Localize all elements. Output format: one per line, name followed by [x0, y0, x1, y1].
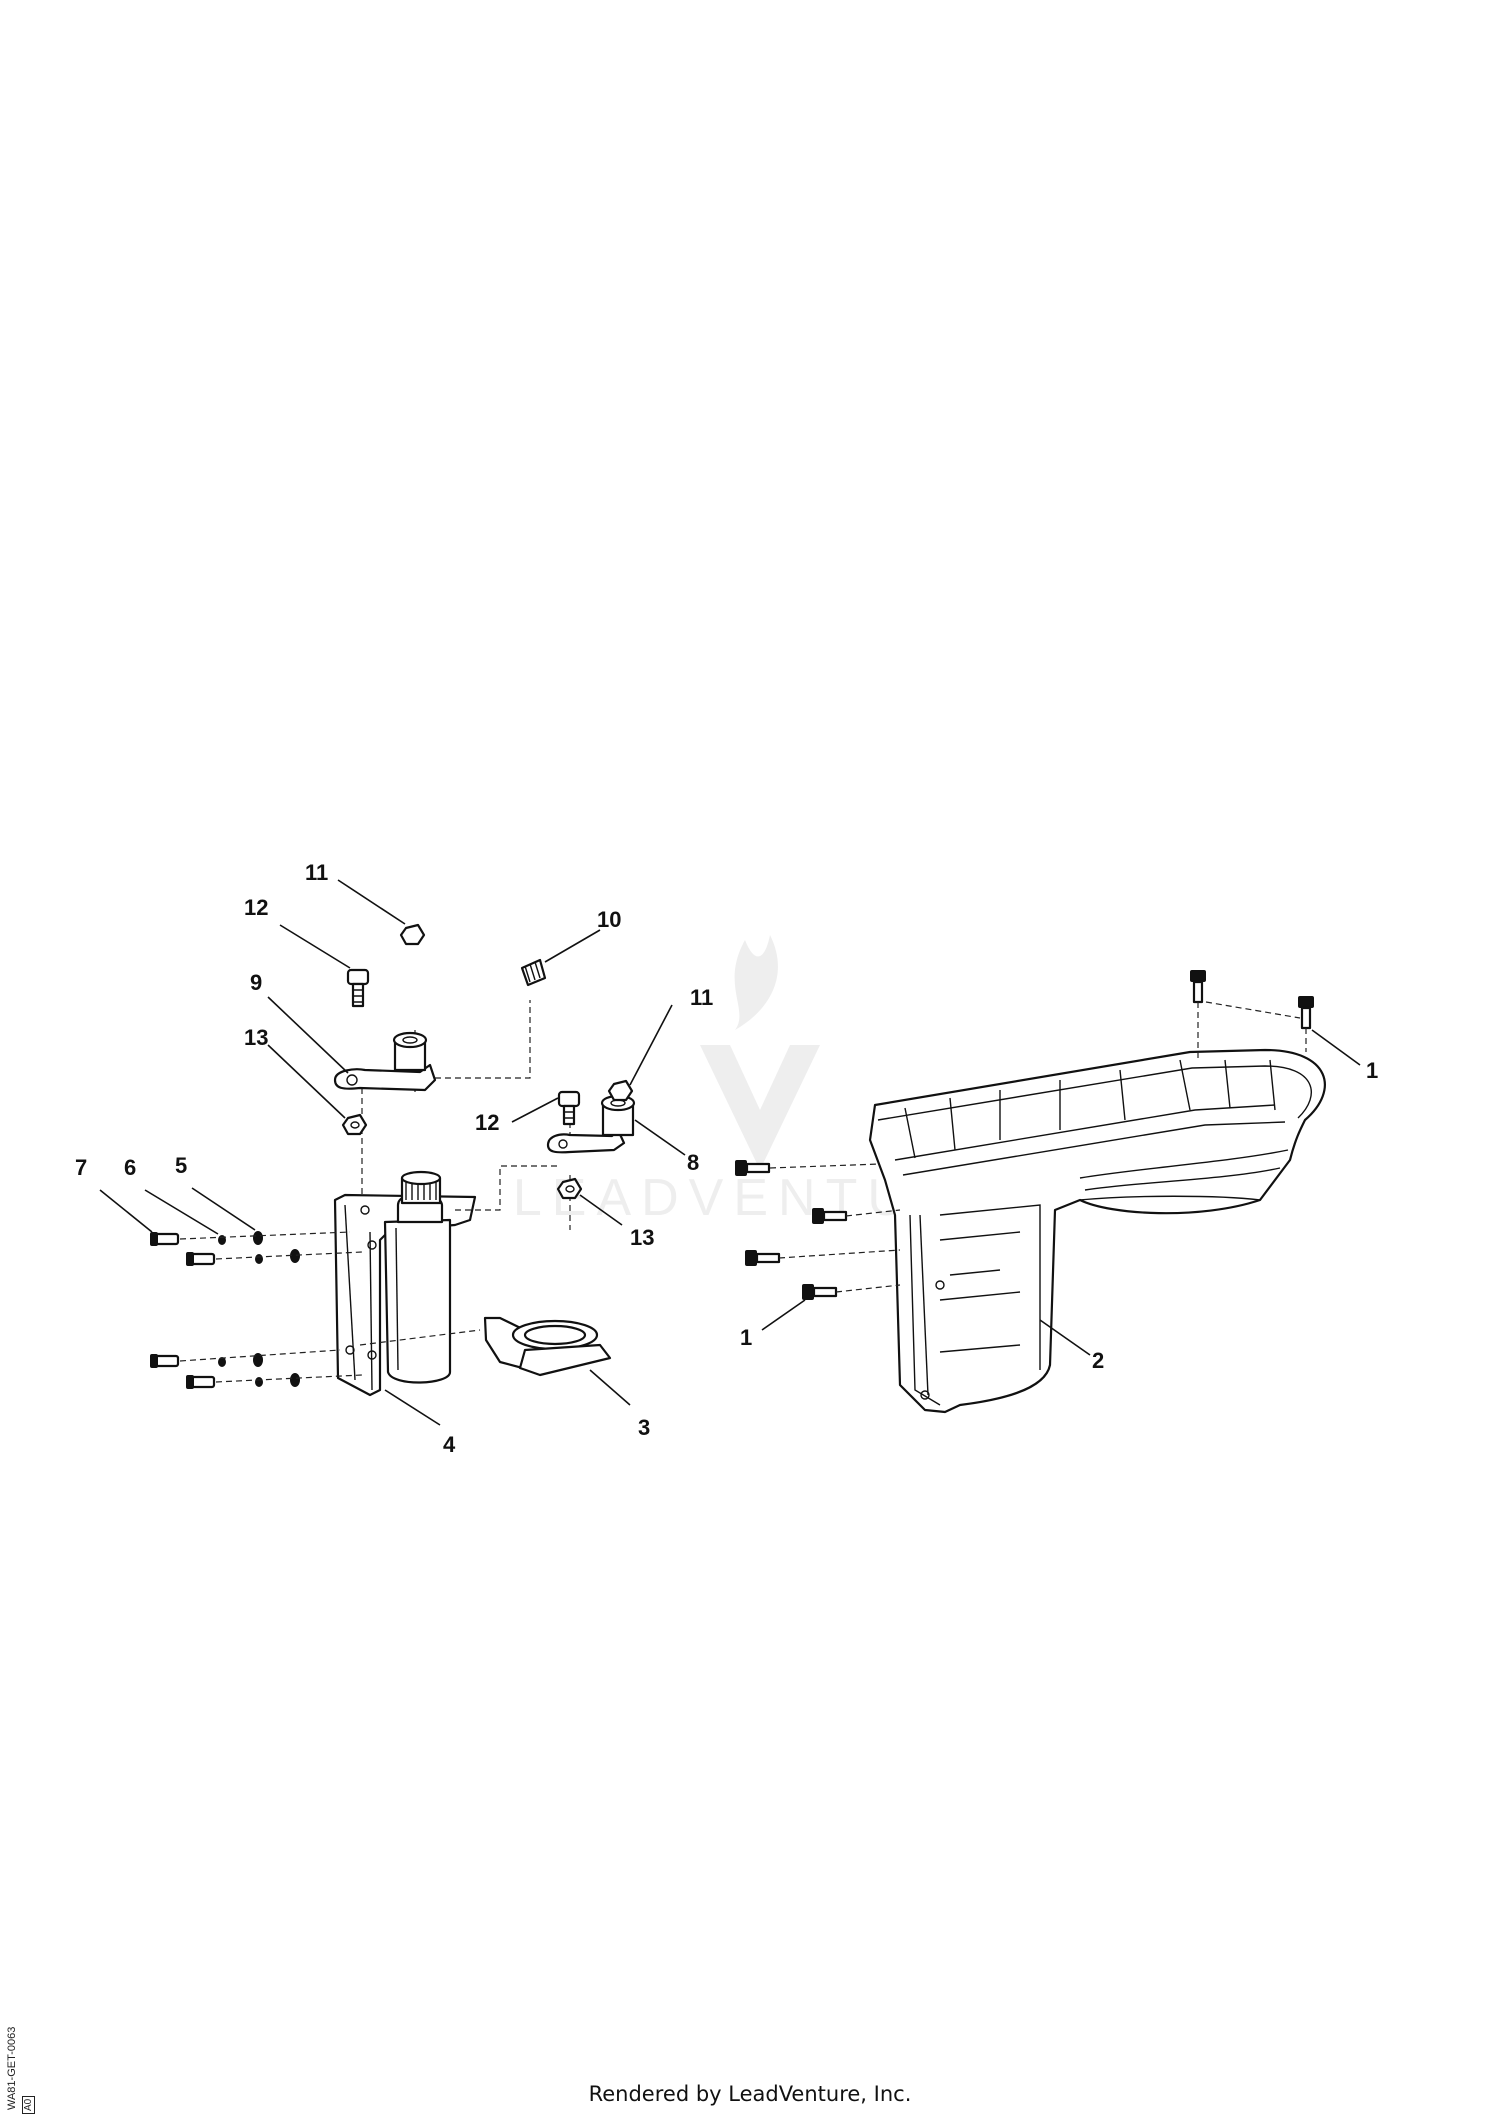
callout-9: 9	[250, 970, 262, 995]
clamp-bracket-part-3[interactable]	[483, 1316, 612, 1377]
callout-12: 12	[244, 895, 268, 920]
callout-5: 5	[175, 1153, 187, 1178]
screws-part-1[interactable]	[735, 970, 1314, 1300]
nut-part-11[interactable]	[399, 923, 426, 946]
motor-part-4[interactable]	[383, 1170, 452, 1384]
assembly-dash-lines-right	[769, 1001, 1307, 1293]
screw-part-7	[186, 1375, 216, 1389]
callout-6: 6	[124, 1155, 136, 1180]
screws-and-washers-parts-5-6-7[interactable]	[150, 1231, 300, 1389]
washer-part-5	[253, 1231, 263, 1245]
spring-part-10[interactable]	[520, 958, 547, 987]
screw-part-7	[150, 1232, 180, 1246]
callout-12: 12	[475, 1110, 499, 1135]
pivot-arm-part-8[interactable]	[546, 1094, 636, 1154]
screw-part-7	[150, 1354, 180, 1368]
screw-part-7	[186, 1252, 216, 1266]
callout-11: 11	[690, 985, 713, 1010]
flange-nut-part-13[interactable]	[341, 1113, 368, 1136]
pivot-arm-part-9[interactable]	[333, 1031, 437, 1092]
callout-4: 4	[443, 1432, 456, 1457]
callout-11: 11	[305, 860, 328, 885]
callout-10: 10	[597, 907, 621, 932]
shoulder-bolt-part-12[interactable]	[346, 968, 370, 1008]
screw-part-1	[735, 1160, 771, 1176]
callout-labels: 11 12 10 9 13 11 12 8 13 7 6 5 1 1 2 3 4	[75, 860, 1378, 1457]
nut-part-11[interactable]	[607, 1079, 634, 1102]
flange-nut-part-13[interactable]	[556, 1177, 583, 1200]
callout-1: 1	[740, 1325, 752, 1350]
shoulder-bolt-part-12[interactable]	[557, 1090, 581, 1126]
callout-8: 8	[687, 1150, 699, 1175]
screw-part-1	[1298, 996, 1314, 1030]
screw-part-1	[802, 1284, 838, 1300]
leader-lines	[99, 879, 1361, 1426]
callout-7: 7	[75, 1155, 87, 1180]
callout-3: 3	[638, 1415, 650, 1440]
callout-2: 2	[1092, 1348, 1104, 1373]
screw-part-1	[745, 1250, 781, 1266]
rendered-by-footer: Rendered by LeadVenture, Inc.	[588, 2082, 912, 2106]
chute-housing-part-2[interactable]	[868, 1048, 1326, 1414]
callout-13: 13	[630, 1225, 654, 1250]
lock-washer-part-6	[218, 1235, 226, 1245]
callout-13: 13	[244, 1025, 268, 1050]
callout-1: 1	[1366, 1058, 1378, 1083]
screw-part-1	[1190, 970, 1206, 1004]
